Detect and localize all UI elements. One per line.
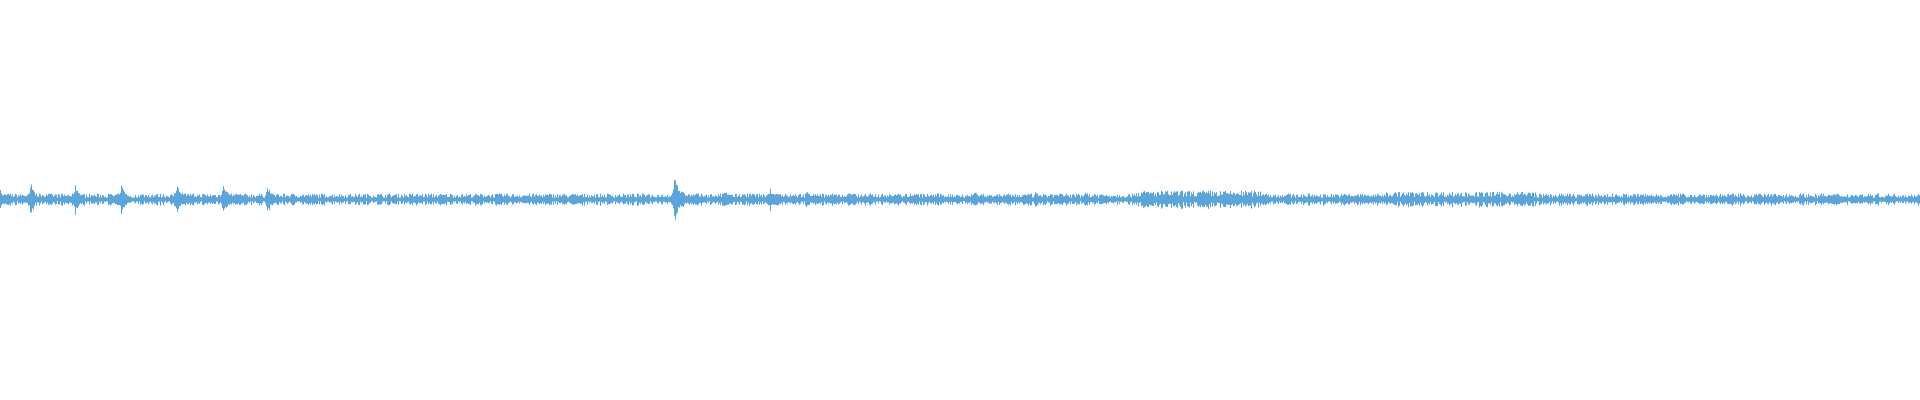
waveform-samples (0, 179, 1920, 221)
